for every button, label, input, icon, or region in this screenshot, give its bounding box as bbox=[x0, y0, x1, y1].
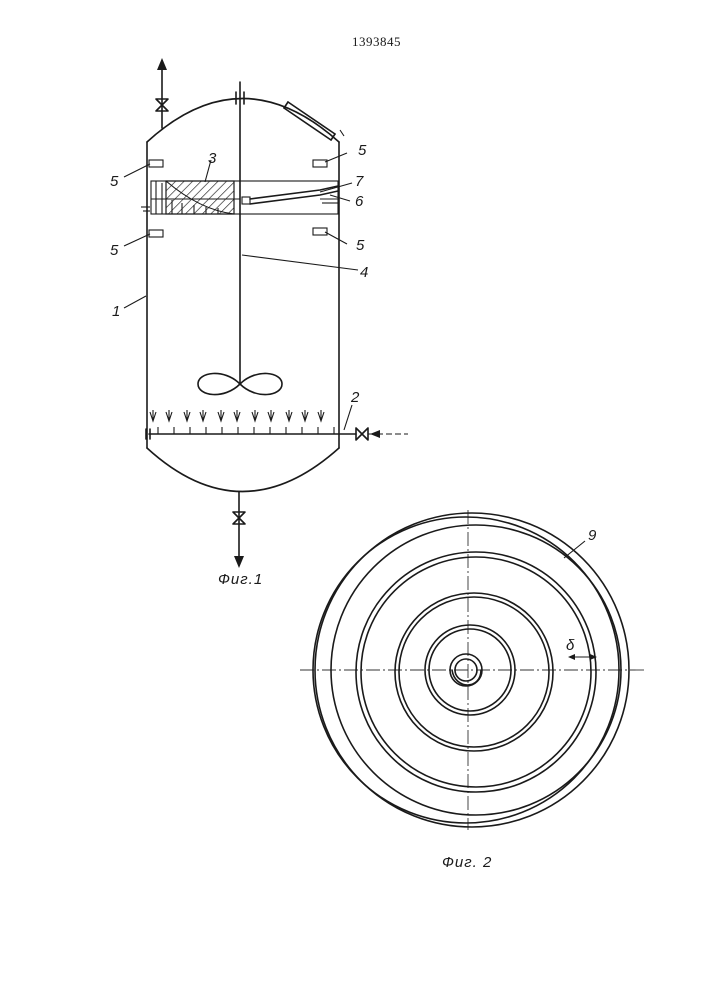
label-holder: 7 bbox=[355, 173, 364, 190]
gap-dimension bbox=[568, 654, 597, 660]
patent-number: 1393845 bbox=[352, 34, 401, 49]
top-outlet bbox=[156, 58, 168, 128]
label-vessel: 1 bbox=[112, 303, 120, 320]
figure-2-caption: Фиг. 2 bbox=[442, 854, 492, 871]
figure-2: δ 9 Фиг. 2 bbox=[300, 510, 645, 871]
label-gap: δ bbox=[566, 637, 575, 654]
sparger bbox=[146, 410, 408, 440]
bottom-outlet bbox=[233, 492, 245, 568]
label-support-left-top: 5 bbox=[110, 173, 119, 190]
inlet-valve-icon bbox=[356, 428, 368, 440]
lid-hatch bbox=[284, 102, 344, 140]
label-support-left-bottom: 5 bbox=[110, 242, 119, 259]
hatched-carrier bbox=[166, 181, 234, 214]
label-sparger: 2 bbox=[350, 389, 360, 406]
shaft bbox=[236, 82, 244, 384]
vessel-body bbox=[147, 99, 339, 492]
label-support-right-bottom: 5 bbox=[356, 237, 365, 254]
figure-1-caption: Фиг.1 bbox=[218, 571, 263, 588]
figure-1: 5 5 5 5 3 7 6 4 1 2 Фиг.1 bbox=[110, 58, 408, 588]
label-tube: 6 bbox=[355, 193, 364, 210]
label-carrier: 3 bbox=[208, 150, 217, 167]
label-spiral: 9 bbox=[588, 527, 597, 544]
spiral-winding bbox=[356, 552, 596, 792]
label-shaft: 4 bbox=[360, 264, 368, 281]
label-support-right-top: 5 bbox=[358, 142, 367, 159]
